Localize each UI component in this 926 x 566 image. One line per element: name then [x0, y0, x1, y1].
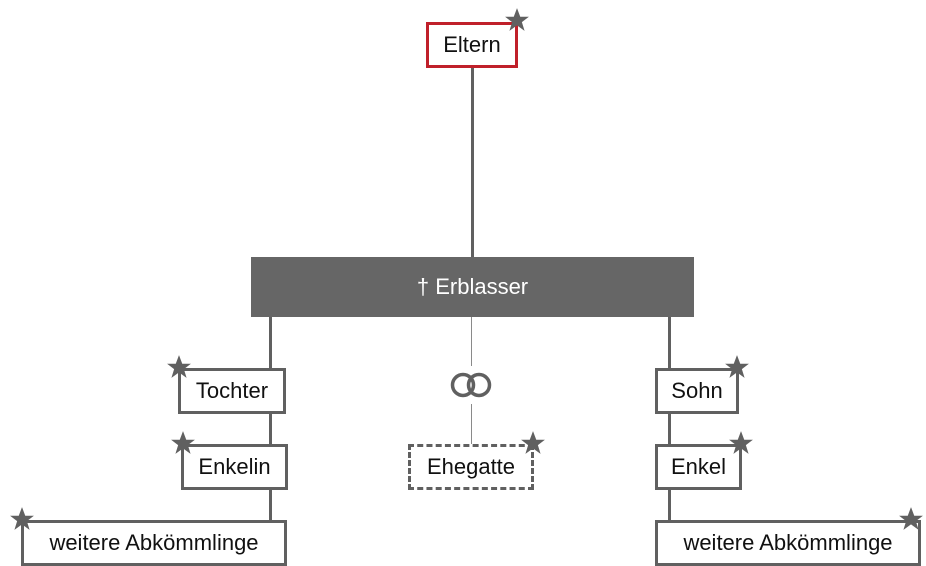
node-left-further-descendants[interactable]: weitere Abkömmlinge — [21, 520, 287, 566]
node-right-further-descendants-label: weitere Abkömmlinge — [683, 530, 893, 555]
node-spouse[interactable]: Ehegatte — [408, 444, 534, 490]
node-left-further-descendants-label: weitere Abkömmlinge — [49, 530, 259, 555]
star-icon — [899, 507, 923, 530]
connector-right-branch — [668, 316, 671, 522]
node-right-further-descendants[interactable]: weitere Abkömmlinge — [655, 520, 921, 566]
node-parents[interactable]: Eltern — [426, 22, 518, 68]
star-icon — [521, 431, 545, 454]
node-grandson[interactable]: Enkel — [655, 444, 742, 490]
node-son[interactable]: Sohn — [655, 368, 739, 414]
node-decedent-label: † Erblasser — [416, 274, 529, 299]
star-icon — [10, 507, 34, 530]
node-parents-label: Eltern — [443, 32, 501, 57]
node-decedent[interactable]: † Erblasser — [251, 257, 694, 317]
node-daughter-label: Tochter — [195, 378, 269, 403]
node-grandson-label: Enkel — [670, 454, 727, 479]
star-icon — [167, 355, 191, 378]
node-granddaughter-label: Enkelin — [198, 454, 271, 479]
node-spouse-label: Ehegatte — [426, 454, 516, 479]
star-icon — [729, 431, 753, 454]
node-granddaughter[interactable]: Enkelin — [181, 444, 288, 490]
node-daughter[interactable]: Tochter — [178, 368, 286, 414]
node-son-label: Sohn — [671, 378, 723, 403]
connector-spouse-lower — [471, 404, 472, 444]
star-icon — [505, 8, 529, 31]
connector-parents-decedent — [471, 67, 474, 257]
wedding-rings-icon — [450, 372, 492, 398]
connector-left-branch — [269, 316, 272, 522]
star-icon — [725, 355, 749, 378]
connector-spouse-upper — [471, 316, 472, 366]
star-icon — [171, 431, 195, 454]
